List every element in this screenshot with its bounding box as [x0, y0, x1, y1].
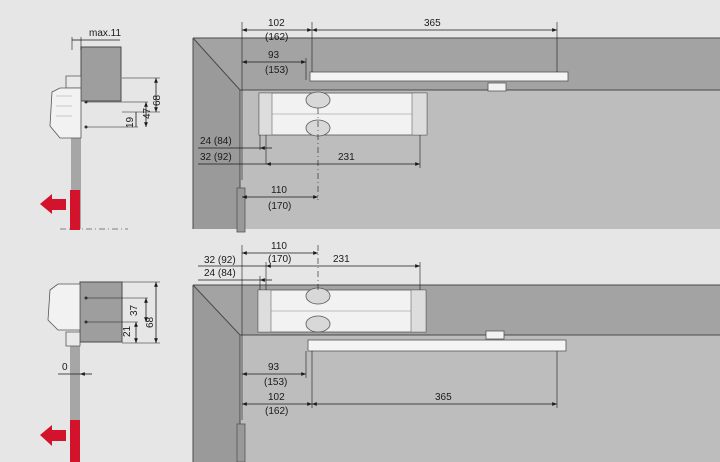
dim-162-bottom: (162)	[265, 406, 288, 417]
slider-bracket-bottom	[485, 330, 505, 340]
door-frame-section	[80, 46, 122, 102]
dim-365-bottom: 365	[435, 392, 452, 403]
dim-93-bottom: 93	[268, 362, 280, 373]
dim-153-bottom: (153)	[264, 377, 287, 388]
dim-68: 68	[152, 94, 163, 106]
dim-24-84-bottom: 24 (84)	[204, 268, 236, 279]
opening-direction-arrow-bottom	[40, 425, 66, 446]
dim-110-bottom: 110	[271, 241, 287, 252]
hinge-bottom	[236, 423, 246, 462]
door-leaf-highlight-bottom	[70, 420, 80, 462]
closer-body-side-bottom	[47, 283, 81, 331]
dim-110: 110	[271, 185, 287, 196]
dim-170-bottom: (170)	[268, 254, 291, 265]
slider-bracket	[487, 82, 507, 92]
guide-rail	[309, 71, 569, 82]
closer-body-side	[49, 87, 82, 139]
dim-231-bottom: 231	[333, 254, 350, 265]
dim-0: 0	[62, 362, 68, 373]
bottom-side-view: 37 21 68 0	[40, 281, 160, 462]
dim-93: 93	[268, 50, 280, 61]
dim-21: 21	[122, 325, 133, 337]
dim-102-bottom: 102	[268, 392, 285, 403]
door-leaf-section	[71, 84, 81, 229]
dim-365: 365	[424, 18, 441, 29]
dim-47: 47	[142, 107, 153, 119]
door-frame-section-bottom	[79, 281, 123, 343]
door-leaf-section-bottom	[70, 343, 80, 462]
arm-shoe	[65, 75, 82, 89]
bottom-plan-view: 110 (170) 32 (92) 231 24 (84) 93 (153) 1…	[192, 241, 720, 462]
top-plan-view: 102 (162) 365 93 (153) 24 (84) 32 (92) 2…	[192, 18, 720, 233]
dim-153: (153)	[265, 65, 288, 76]
dim-max-11: max.11	[89, 28, 121, 39]
dim-162: (162)	[265, 32, 288, 43]
dim-32-92: 32 (92)	[200, 152, 232, 163]
dim-24-84: 24 (84)	[200, 136, 232, 147]
guide-rail-bottom	[307, 339, 567, 352]
dim-231: 231	[338, 152, 355, 163]
dim-68-bottom: 68	[145, 316, 156, 328]
dim-37: 37	[129, 304, 140, 316]
top-side-view: max.11 68 47 19	[40, 28, 163, 230]
opening-direction-arrow	[40, 194, 66, 214]
dim-102: 102	[268, 18, 285, 29]
arm-shoe-bottom	[65, 331, 81, 347]
dim-32-92-bottom: 32 (92)	[204, 255, 236, 266]
dim-19: 19	[125, 116, 136, 128]
hinge	[236, 187, 246, 233]
door-leaf-highlight	[70, 190, 80, 230]
dim-170: (170)	[268, 201, 291, 212]
